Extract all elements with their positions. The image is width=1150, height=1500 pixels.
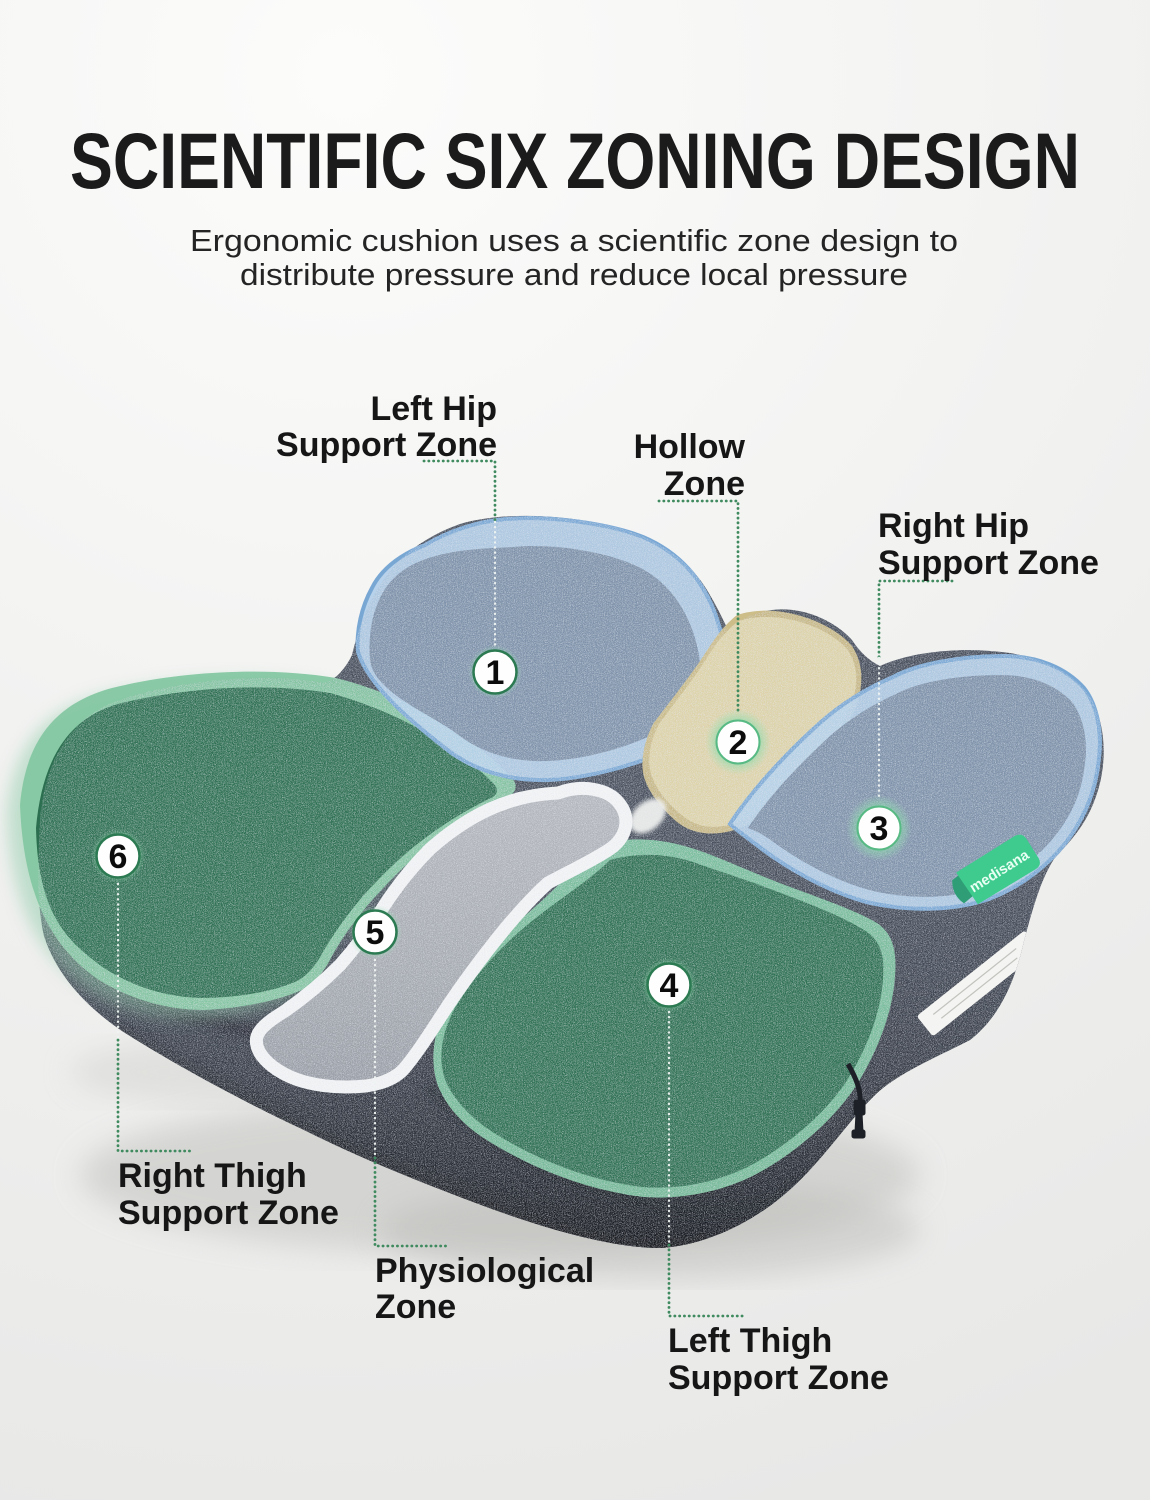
svg-text:Support Zone: Support Zone — [276, 426, 497, 464]
svg-text:Hollow: Hollow — [634, 428, 746, 466]
svg-text:1: 1 — [486, 654, 505, 692]
svg-text:Support Zone: Support Zone — [118, 1194, 339, 1232]
svg-text:3: 3 — [870, 810, 889, 848]
svg-text:Left Thigh: Left Thigh — [668, 1322, 832, 1360]
svg-text:Physiological: Physiological — [375, 1252, 594, 1290]
svg-text:Right Hip: Right Hip — [878, 507, 1029, 545]
svg-text:Right Thigh: Right Thigh — [118, 1157, 307, 1195]
svg-text:Support Zone: Support Zone — [878, 544, 1099, 582]
svg-text:Ergonomic cushion uses a scie: Ergonomic cushion uses a scientific zone… — [190, 223, 958, 258]
svg-text:6: 6 — [109, 838, 128, 876]
svg-text:Left Hip: Left Hip — [370, 390, 497, 428]
svg-text:5: 5 — [366, 914, 385, 952]
svg-text:Zone: Zone — [375, 1288, 456, 1326]
svg-text:SCIENTIFIC SIX ZONING DESIGN: SCIENTIFIC SIX ZONING DESIGN — [70, 116, 1080, 205]
svg-text:2: 2 — [729, 724, 748, 762]
svg-text:distribute pressure and reduce: distribute pressure and reduce local pre… — [240, 257, 908, 292]
svg-text:Zone: Zone — [664, 465, 745, 503]
svg-text:Support Zone: Support Zone — [668, 1359, 889, 1397]
svg-text:4: 4 — [660, 967, 679, 1005]
